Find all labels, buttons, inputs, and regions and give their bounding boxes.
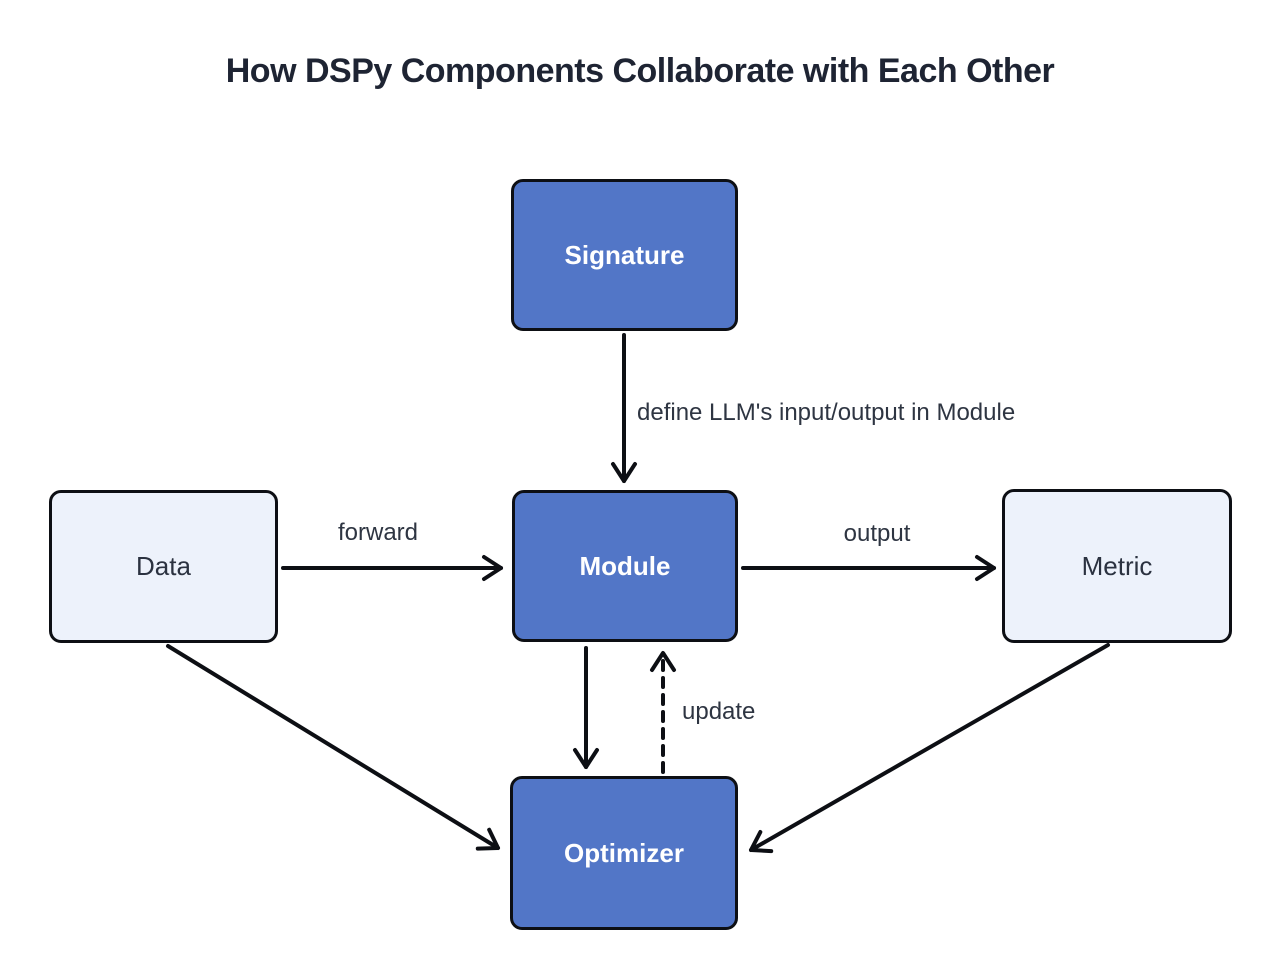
- arrow-data-to-optimizer: [166, 644, 500, 851]
- node-data-label: Data: [136, 551, 191, 581]
- node-metric: Metric: [1002, 489, 1232, 643]
- node-module: Module: [512, 490, 738, 642]
- node-data: Data: [49, 490, 278, 643]
- node-module-label: Module: [579, 550, 671, 581]
- node-optimizer: Optimizer: [510, 776, 738, 930]
- edge-label-forward: forward: [337, 519, 419, 546]
- edge-label-output: output: [843, 520, 911, 547]
- node-signature: Signature: [511, 179, 738, 331]
- edge-label-define-llm-io: define LLM's input/output in Module: [637, 399, 1016, 426]
- node-signature-label: Signature: [564, 239, 685, 270]
- edge-label-update: update: [682, 698, 756, 725]
- arrow-metric-to-optimizer: [749, 643, 1110, 854]
- node-metric-label: Metric: [1081, 550, 1153, 581]
- node-optimizer-label: Optimizer: [564, 837, 684, 868]
- diagram-title: How DSPy Components Collaborate with Eac…: [225, 52, 1055, 90]
